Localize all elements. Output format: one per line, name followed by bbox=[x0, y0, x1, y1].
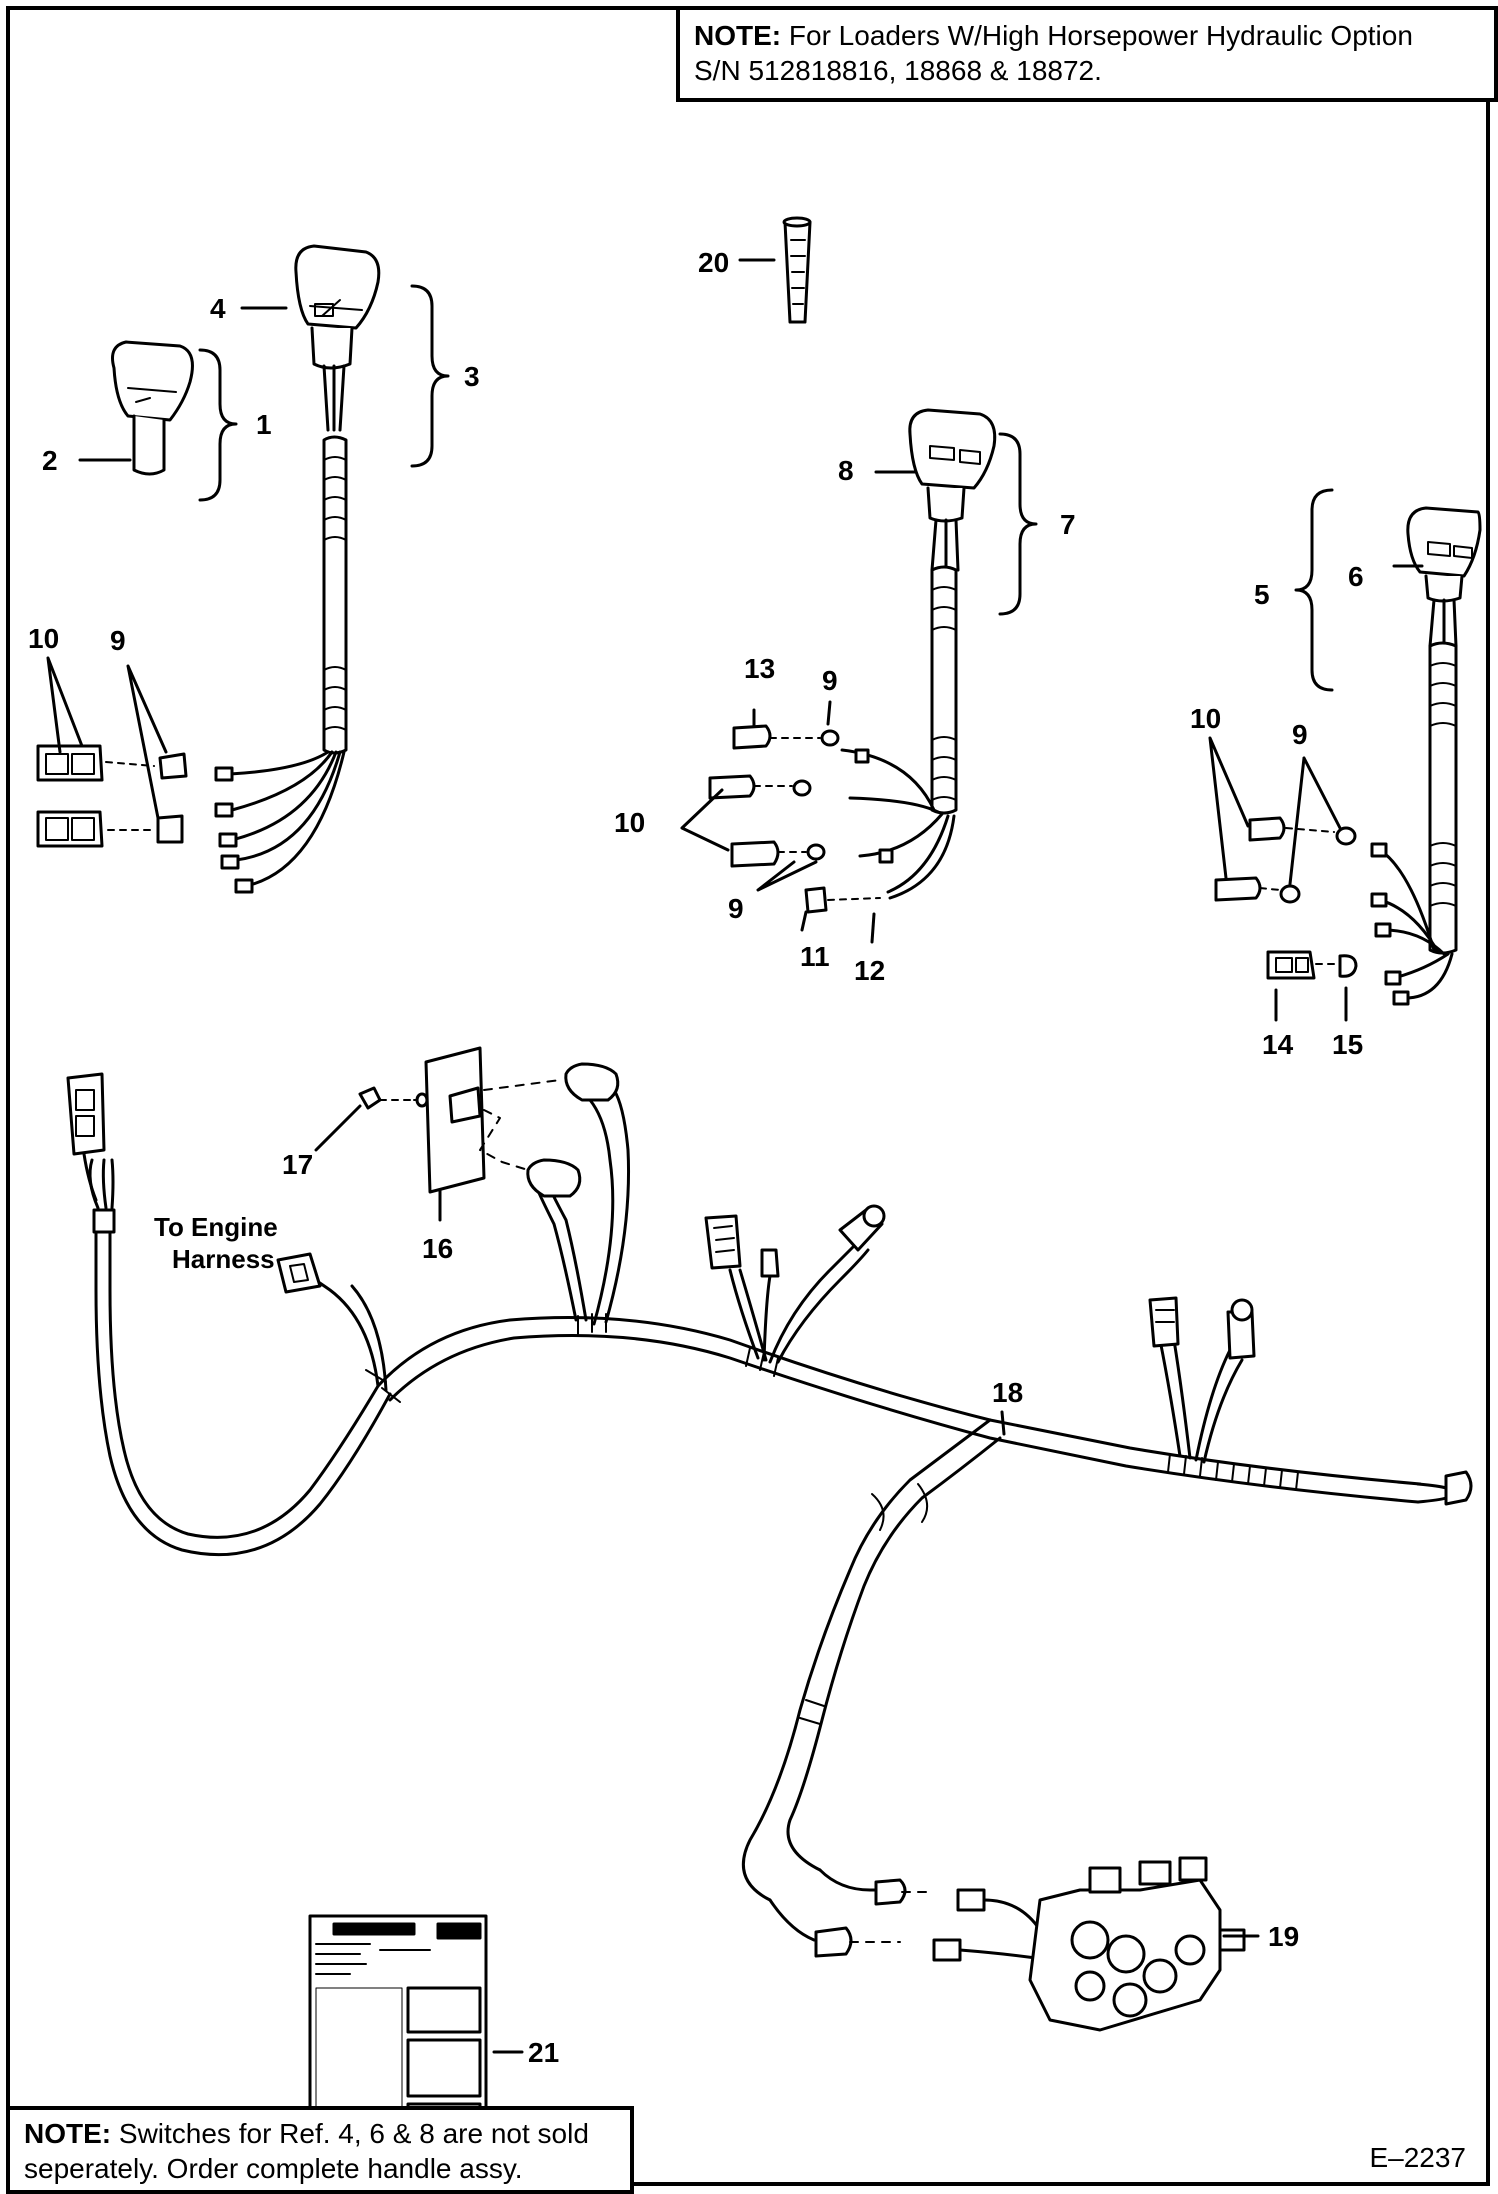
top-note-line1: For Loaders W/High Horsepower Hydraulic … bbox=[788, 20, 1413, 51]
callout-2: 2 bbox=[42, 445, 58, 476]
middle-handle-assembly bbox=[708, 408, 997, 914]
main-wiring-harness bbox=[66, 1046, 1473, 1958]
callout-17: 17 bbox=[282, 1149, 313, 1180]
callout-3: 3 bbox=[464, 361, 480, 392]
callout-14: 14 bbox=[1262, 1029, 1294, 1060]
callout-4: 4 bbox=[210, 293, 226, 324]
callout-7: 7 bbox=[1060, 509, 1076, 540]
right-handle-assembly bbox=[1214, 506, 1482, 1006]
drawing-number: E–2237 bbox=[1369, 2142, 1466, 2173]
parts-diagram: 1 2 3 4 5 6 7 8 9 9 9 9 10 10 10 11 12 1… bbox=[28, 216, 1482, 2168]
engine-harness-label-line2: Harness bbox=[172, 1244, 275, 1274]
callout-12: 12 bbox=[854, 955, 885, 986]
callout-21: 21 bbox=[528, 2037, 559, 2068]
page-frame: 1 2 3 4 5 6 7 8 9 9 9 9 10 10 10 11 12 1… bbox=[6, 6, 1498, 2194]
top-note: NOTE: For Loaders W/High Horsepower Hydr… bbox=[676, 6, 1498, 102]
callout-16: 16 bbox=[422, 1233, 453, 1264]
hydraulic-valve-assembly bbox=[932, 1856, 1246, 2032]
callout-15: 15 bbox=[1332, 1029, 1363, 1060]
callout-10-middle: 10 bbox=[614, 807, 645, 838]
callout-1: 1 bbox=[256, 409, 272, 440]
callout-5: 5 bbox=[1254, 579, 1270, 610]
callout-9-middle-bottom: 9 bbox=[728, 893, 744, 924]
callout-10-left: 10 bbox=[28, 623, 59, 654]
bottom-note-label: NOTE: bbox=[24, 2118, 112, 2149]
grip-sleeve-part bbox=[782, 216, 812, 324]
callout-19: 19 bbox=[1268, 1921, 1299, 1952]
callout-9-middle-top: 9 bbox=[822, 665, 838, 696]
callout-18: 18 bbox=[992, 1377, 1023, 1408]
callout-labels: 1 2 3 4 5 6 7 8 9 9 9 9 10 10 10 11 12 1… bbox=[28, 247, 1364, 2068]
left-handle-assembly bbox=[36, 244, 381, 894]
engine-harness-label-line1: To Engine bbox=[154, 1212, 278, 1242]
callout-9-right: 9 bbox=[1292, 719, 1308, 750]
callout-20: 20 bbox=[698, 247, 729, 278]
leader-lines bbox=[46, 258, 1424, 2054]
callout-6: 6 bbox=[1348, 561, 1364, 592]
callout-braces bbox=[198, 284, 1334, 692]
bottom-note-line2: seperately. Order complete handle assy. bbox=[24, 2153, 523, 2184]
callout-11: 11 bbox=[800, 941, 830, 972]
bottom-note: NOTE: Switches for Ref. 4, 6 & 8 are not… bbox=[6, 2106, 634, 2194]
callout-8: 8 bbox=[838, 455, 854, 486]
top-note-label: NOTE: bbox=[694, 20, 782, 51]
callout-13: 13 bbox=[744, 653, 775, 684]
callout-9-left: 9 bbox=[110, 625, 126, 656]
bottom-note-line1: Switches for Ref. 4, 6 & 8 are not sold bbox=[118, 2118, 589, 2149]
callout-10-right: 10 bbox=[1190, 703, 1221, 734]
top-note-line2: S/N 512818816, 18868 & 18872. bbox=[694, 55, 1102, 86]
